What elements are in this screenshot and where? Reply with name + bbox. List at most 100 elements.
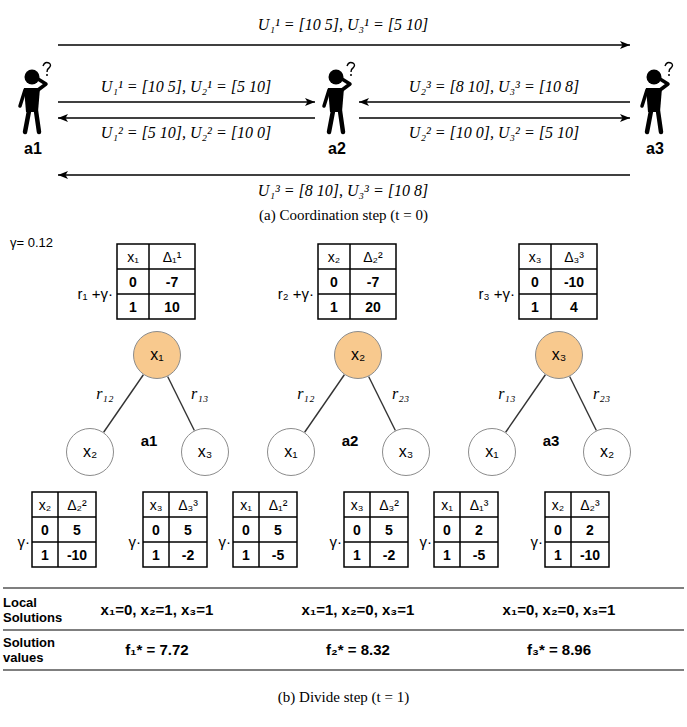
- neighbour-variable-circle: x₃: [382, 428, 430, 476]
- gamma-factor: γ·: [211, 530, 231, 555]
- table-border: [117, 244, 195, 319]
- relation-label: r₁₂: [295, 385, 316, 403]
- table-border: [344, 492, 408, 567]
- relation-label: r₁₃: [189, 385, 210, 403]
- table-rule: [545, 516, 609, 518]
- table-cell: 0: [344, 517, 370, 542]
- node-label: x₃: [198, 443, 213, 461]
- gamma-value: γ= 0.12: [10, 234, 110, 252]
- reward-label: r₁ +γ·: [23, 282, 113, 307]
- gamma-factor: γ·: [10, 530, 30, 555]
- table-cell: -10: [58, 542, 96, 567]
- table-cell: -2: [370, 542, 408, 567]
- node-label: x₃: [399, 443, 414, 461]
- table-cell: 1: [344, 542, 370, 567]
- table-rule: [143, 516, 207, 518]
- relation-edge: [305, 375, 345, 433]
- table-header-cell: Δ₃³: [551, 244, 597, 269]
- table-rule: [318, 293, 396, 295]
- table-header-cell: x₁: [117, 244, 149, 269]
- table-cell: -10: [551, 269, 597, 294]
- root-variable-circle: x₁: [133, 331, 181, 379]
- table-grid: [344, 492, 408, 567]
- node-label: x₂: [351, 346, 365, 364]
- table-header-cell: Δ₃²: [370, 492, 408, 517]
- table-cell: 1: [117, 294, 149, 319]
- table-rule: [318, 268, 396, 270]
- neighbour-variable-circle: x₂: [66, 428, 114, 476]
- table-cell: -7: [149, 269, 195, 294]
- node-label: a1: [24, 140, 42, 158]
- table-cell: 1: [143, 542, 169, 567]
- table-header-cell: x₂: [545, 492, 571, 517]
- neighbour-variable-circle: x₁: [267, 428, 315, 476]
- table-header-cell: x₃: [519, 244, 551, 269]
- message-label: U₂² = [10 0], U₃² = [5 10]: [407, 124, 581, 142]
- table-cell: 5: [370, 517, 408, 542]
- table-rule: [434, 516, 498, 518]
- table-rule: [545, 541, 609, 543]
- relation-label: r₁₂: [94, 385, 115, 403]
- table-header-cell: Δ₂²: [58, 492, 96, 517]
- table-cell: 2: [460, 517, 498, 542]
- relation-edge: [104, 375, 144, 433]
- table-grids: [3, 244, 684, 670]
- table-grid: [32, 492, 96, 567]
- neighbour-variable-circle: x₃: [181, 428, 229, 476]
- reward-label: r₃ +γ·: [425, 282, 515, 307]
- node-label: a3: [646, 140, 664, 158]
- local-solution: x₁=0, x₂=0, x₃=1: [474, 590, 644, 630]
- table-cell: 5: [169, 517, 207, 542]
- summary-rule: [3, 587, 684, 588]
- message-arrow: [58, 174, 630, 175]
- table-grid: [318, 244, 396, 319]
- table-header-cell: Δ₁²: [259, 492, 297, 517]
- relation-edge: [168, 377, 195, 431]
- row-header: Local Solutions: [3, 590, 71, 630]
- node-label: x₂: [600, 443, 614, 461]
- table-rule: [148, 244, 150, 319]
- table-grid: [434, 492, 498, 567]
- table-cell: 0: [32, 517, 58, 542]
- table-cell: 0: [143, 517, 169, 542]
- table-grid: [233, 492, 297, 567]
- table-header-cell: x₂: [318, 244, 350, 269]
- table-grid: [545, 492, 609, 567]
- table-border: [32, 492, 96, 567]
- table-cell: 0: [545, 517, 571, 542]
- message-label: U₁¹ = [10 5], U₃¹ = [5 10]: [256, 16, 430, 34]
- relation-label: r₂₃: [390, 385, 411, 403]
- table-rule: [570, 492, 572, 567]
- local-solution: x₁=0, x₂=1, x₃=1: [72, 590, 242, 630]
- message-arrow: [58, 44, 630, 45]
- gamma-factor: γ·: [121, 530, 141, 555]
- table-rule: [344, 541, 408, 543]
- table-border: [545, 492, 609, 567]
- message-arrow: [359, 117, 630, 118]
- gamma-factor: γ·: [523, 530, 543, 555]
- node-label: x₃: [552, 346, 567, 364]
- table-cell: 0: [318, 269, 350, 294]
- table-header-cell: x₁: [233, 492, 259, 517]
- table-header-cell: x₁: [434, 492, 460, 517]
- table-header-cell: Δ₂³: [571, 492, 609, 517]
- table-cell: 1: [32, 542, 58, 567]
- relation-label: r₁₃: [496, 385, 517, 403]
- gamma-factor: γ·: [412, 530, 432, 555]
- message-arrow: [58, 117, 315, 118]
- table-rule: [349, 244, 351, 319]
- node-label: x₁: [284, 443, 297, 461]
- table-rule: [550, 244, 552, 319]
- table-border: [233, 492, 297, 567]
- table-rule: [57, 492, 59, 567]
- table-border: [434, 492, 498, 567]
- agent-node: a3: [630, 36, 680, 184]
- table-header-cell: x₃: [143, 492, 169, 517]
- agent-figure: [324, 62, 355, 132]
- table-cell: -10: [571, 542, 609, 567]
- table-cell: 1: [519, 294, 551, 319]
- table-cell: 1: [545, 542, 571, 567]
- table-grid: [519, 244, 597, 319]
- table-rule: [32, 516, 96, 518]
